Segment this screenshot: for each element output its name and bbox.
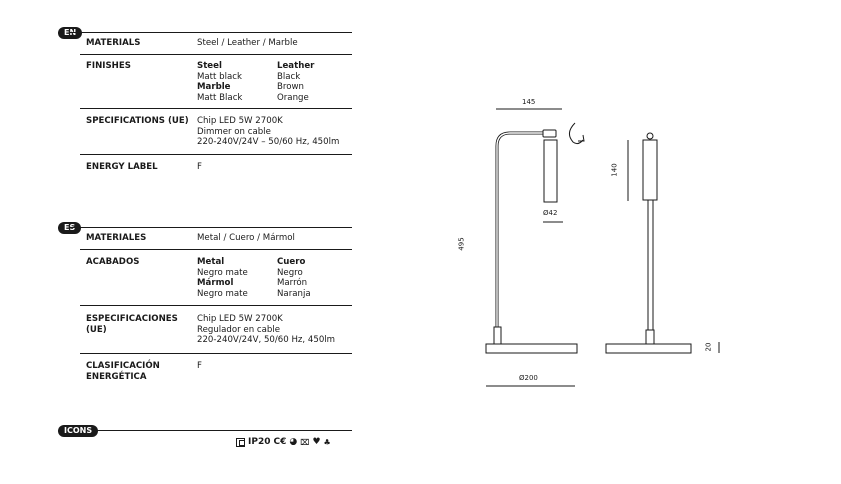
finish-item: Negro (277, 267, 303, 278)
es-energy-value: F (197, 361, 202, 371)
finish-item: Black (277, 71, 301, 82)
spec-line: Regulador en cable (197, 324, 280, 335)
width-dimension: 145 (522, 98, 536, 106)
icons-header-line (95, 430, 352, 431)
en-energy-label: ENERGY LABEL (86, 162, 158, 172)
finish-item: Steel (197, 61, 222, 71)
spec-line: 220-240V/24V, 50/60 Hz, 450lm (197, 335, 336, 345)
side-head (642, 139, 658, 201)
dimmable-icon: ◕ (289, 437, 298, 447)
es-materials-value: Metal / Cuero / Mármol (197, 233, 295, 243)
en-finishes-label: FINISHES (86, 61, 131, 71)
en-specs-value: Chip LED 5W 2700K Dimmer on cable 220-24… (197, 116, 339, 148)
es-spec-table: MATERIALES Metal / Cuero / Mármol ACABAD… (80, 228, 352, 384)
side-base (605, 343, 692, 354)
energy-icon: ♣ (323, 437, 331, 447)
certification-icons: IP20 C€ ◕ ⌧ ♥ ♣ (236, 436, 331, 448)
en-row-energy: ENERGY LABEL F (80, 155, 352, 177)
en-materials-label: MATERIALS (86, 38, 141, 48)
finish-item: Naranja (277, 288, 311, 299)
head-height-dimension: 140 (610, 163, 619, 177)
class-ii-icon (236, 437, 245, 447)
finish-item: Marble (197, 82, 231, 92)
side-stem-foot (645, 329, 655, 345)
finish-item: Marrón (277, 278, 308, 288)
ce-mark-icon: C€ (273, 437, 287, 447)
icons-tag: ICONS (58, 425, 99, 437)
en-header-line (70, 32, 352, 33)
height-dimension: 495 (457, 237, 466, 251)
finish-item: Mármol (197, 278, 234, 288)
side-joint (646, 132, 654, 140)
lamp-arm (495, 131, 543, 327)
en-energy-value: F (197, 162, 202, 172)
es-finishes-col2: Cuero Negro Marrón Naranja (277, 257, 311, 299)
head-diameter-dimension: Ø42 (543, 209, 558, 217)
finish-item: Orange (277, 92, 309, 103)
no-bin-icon: ⌧ (300, 437, 310, 447)
spec-line: 220-240V/24V – 50/60 Hz, 450lm (197, 137, 340, 147)
en-specs-label: SPECIFICATIONS (UE) (86, 116, 189, 126)
finish-item: Leather (277, 61, 315, 71)
en-materials-value: Steel / Leather / Marble (197, 38, 298, 48)
es-row-energy: CLASIFICACIÓN ENERGÉTICA F (80, 354, 352, 384)
en-finishes-col1: Steel Matt black Marble Matt Black (197, 61, 242, 103)
lamp-stem-foot (493, 326, 502, 345)
spec-line: Dimmer on cable (197, 126, 271, 137)
base-height-dimension: 20 (704, 342, 713, 352)
en-row-finishes: FINISHES Steel Matt black Marble Matt Bl… (80, 55, 352, 109)
es-finishes-label: ACABADOS (86, 257, 140, 267)
en-row-specs: SPECIFICATIONS (UE) Chip LED 5W 2700K Di… (80, 109, 352, 155)
en-finishes-col2: Leather Black Brown Orange (277, 61, 314, 103)
es-specs-label: ESPECIFICACIONES (UE) (86, 314, 178, 335)
finish-item: Negro mate (197, 288, 248, 299)
lamp-head (543, 139, 558, 203)
es-specs-value: Chip LED 5W 2700K Regulador en cable 220… (197, 314, 335, 346)
lamp-base (485, 343, 578, 354)
es-header-line (70, 227, 352, 228)
spec-line: Chip LED 5W 2700K (197, 314, 283, 324)
en-spec-table: MATERIALS Steel / Leather / Marble FINIS… (80, 33, 352, 177)
base-diameter-dimension: Ø200 (519, 374, 538, 382)
es-row-materials: MATERIALES Metal / Cuero / Mármol (80, 228, 352, 250)
es-energy-label: CLASIFICACIÓN ENERGÉTICA (86, 361, 160, 382)
finish-item: Brown (277, 82, 304, 92)
lamp-joint (542, 129, 557, 138)
es-row-finishes: ACABADOS Metal Negro mate Mármol Negro m… (80, 250, 352, 306)
finish-item: Metal (197, 257, 225, 267)
rotation-arrow-icon (569, 122, 584, 145)
en-row-materials: MATERIALS Steel / Leather / Marble (80, 33, 352, 55)
side-stem (647, 199, 654, 345)
es-materials-label: MATERIALES (86, 233, 147, 243)
es-finishes-col1: Metal Negro mate Mármol Negro mate (197, 257, 248, 299)
spec-line: Chip LED 5W 2700K (197, 116, 283, 126)
finish-item: Negro mate (197, 267, 248, 278)
led-icon: ♥ (312, 437, 321, 447)
finish-item: Cuero (277, 257, 306, 267)
es-tag: ES (58, 222, 82, 234)
finish-item: Matt Black (197, 92, 243, 103)
finish-item: Matt black (197, 71, 242, 82)
es-row-specs: ESPECIFICACIONES (UE) Chip LED 5W 2700K … (80, 306, 352, 354)
ip-rating: IP20 (248, 437, 271, 447)
